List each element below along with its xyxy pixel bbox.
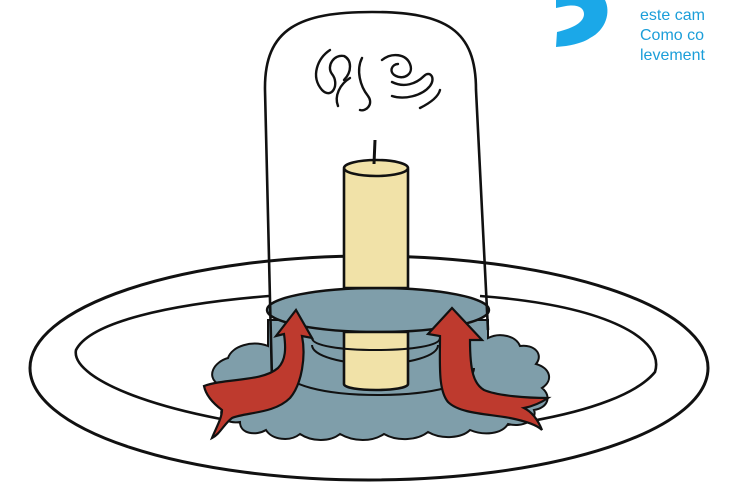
candle-body-lower xyxy=(344,332,408,390)
step-number-three xyxy=(556,0,607,47)
smoke-swirls xyxy=(316,50,440,110)
caption-line-2: Como co xyxy=(640,26,705,46)
candle-wick xyxy=(374,140,375,164)
caption-line-3: levement xyxy=(640,46,705,66)
caption-text: este cam Como co levement xyxy=(640,6,705,66)
candle-body xyxy=(344,170,408,288)
candle-top xyxy=(344,160,408,176)
caption-line-1: este cam xyxy=(640,6,705,26)
